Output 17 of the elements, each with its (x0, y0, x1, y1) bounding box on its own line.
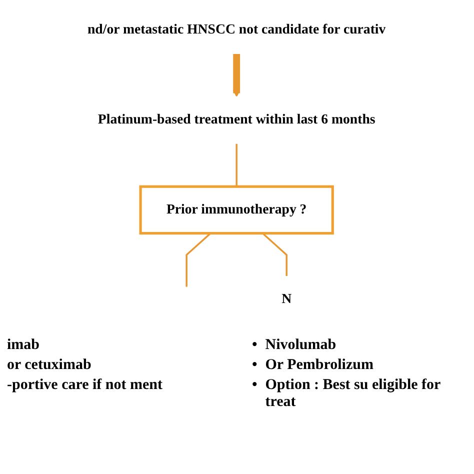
node-box: Prior immunotherapy ? (140, 185, 334, 235)
connector (262, 232, 288, 276)
bullet: • (252, 377, 258, 395)
treatment-item: Nivolumab (265, 337, 336, 354)
node-text: Platinum-based treatment within last 6 months (98, 112, 376, 127)
bullet: • (252, 357, 258, 374)
node-text: nd/or metastatic HNSCC not candidate for curativ (88, 22, 386, 38)
treatment-item: or cetuximab (7, 357, 92, 374)
node-text: N (282, 292, 292, 307)
connector (186, 232, 212, 287)
connector (236, 143, 238, 187)
treatment-item: imab (7, 337, 40, 354)
treatment-item: Option : Best su eligible for treat (265, 377, 442, 411)
treatment-item: -portive care if not ment (7, 377, 163, 394)
bullet: • (252, 337, 258, 354)
treatment-item: Or Pembrolizum (265, 357, 374, 374)
arrow (233, 54, 241, 98)
